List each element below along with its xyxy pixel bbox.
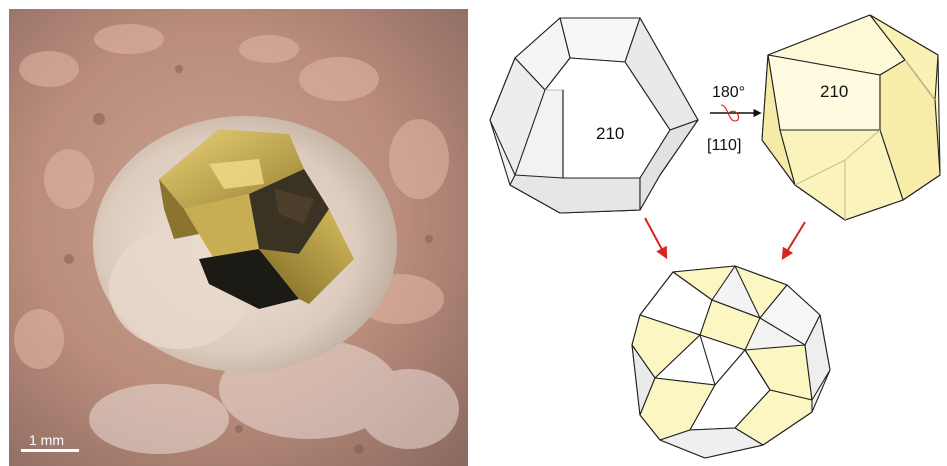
rotation-angle-label: 180°	[712, 84, 745, 101]
right-face-label: 210	[820, 82, 848, 101]
right-red-arrow	[783, 222, 805, 258]
rotation-axis-label: [110]	[707, 137, 741, 154]
left-crystal	[490, 18, 698, 213]
right-crystal	[762, 15, 940, 220]
left-red-arrow	[645, 218, 666, 257]
left-face-label: 210	[596, 124, 624, 143]
twinned-crystal	[632, 266, 830, 458]
